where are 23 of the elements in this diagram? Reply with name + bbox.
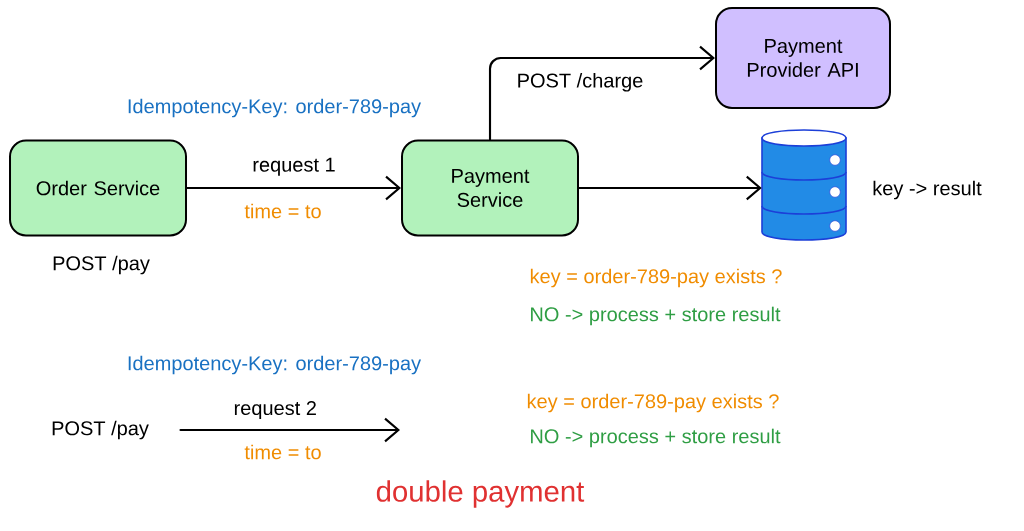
time-label: time = to bbox=[244, 203, 321, 219]
api-box: Payment Provider API bbox=[715, 7, 891, 109]
arrow bbox=[577, 175, 762, 201]
time-label: time = to bbox=[244, 444, 321, 460]
service-box: Payment Service bbox=[401, 139, 579, 237]
edge-label: POST /charge bbox=[515, 71, 645, 93]
arrow bbox=[179, 417, 400, 443]
edge-label: request 1 bbox=[251, 156, 338, 178]
header-label: Idempotency-Key: order-789-pay bbox=[128, 355, 422, 375]
service-box: Order Service bbox=[9, 139, 187, 237]
arrow bbox=[185, 175, 401, 201]
warning-label: double payment bbox=[376, 480, 585, 508]
header-label: Idempotency-Key: order-789-pay bbox=[128, 98, 422, 118]
request-text: POST /pay bbox=[52, 420, 149, 440]
side-label: key -> result bbox=[873, 180, 982, 200]
outcome-label: NO -> process + store result bbox=[531, 428, 781, 448]
database-cylinder bbox=[761, 129, 847, 241]
outcome-label: NO -> process + store result bbox=[531, 306, 781, 326]
arrow bbox=[488, 45, 715, 141]
edge-label: request 2 bbox=[232, 399, 319, 421]
side-label: POST /pay bbox=[53, 255, 150, 275]
condition-label: key = order-789-pay exists ? bbox=[527, 393, 779, 413]
condition-label: key = order-789-pay exists ? bbox=[530, 268, 782, 288]
